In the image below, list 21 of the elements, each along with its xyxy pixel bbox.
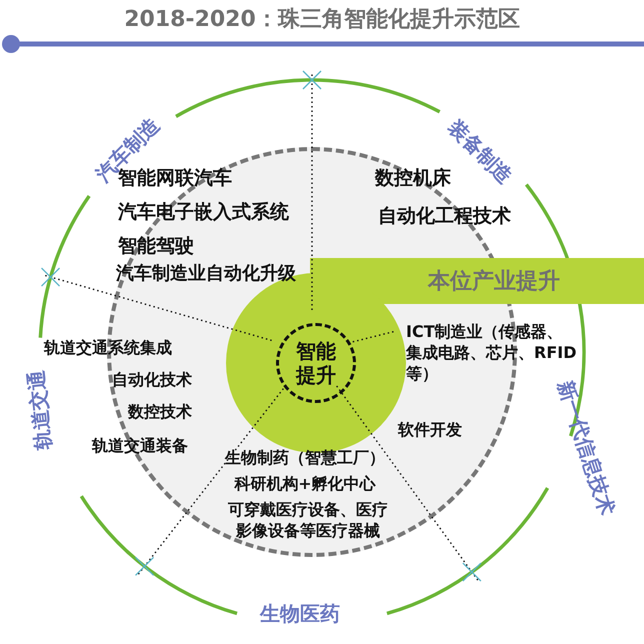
item-label: 软件开发: [398, 420, 462, 441]
item-label: 数控机床: [375, 166, 451, 191]
banner-band: [310, 258, 644, 304]
item-label: 汽车电子嵌入式系统: [118, 200, 289, 225]
item-label: 生物制药（智慧工厂）: [224, 448, 386, 469]
banner-label: 本位产业提升: [428, 268, 560, 296]
sector-label: 新一代信息技术: [552, 377, 620, 519]
item-label: 科研机构+孵化中心: [233, 474, 377, 495]
item-label: 可穿戴医疗设备、医疗影像设备等医疗器械: [227, 500, 389, 542]
item-label: 汽车制造业自动化升级: [116, 262, 296, 286]
item-label: 智能驾驶: [118, 234, 194, 259]
item-label: 自动化工程技术: [378, 204, 511, 229]
sector-label: 轨道交通: [22, 368, 57, 452]
center-label: 智能提升: [294, 339, 337, 387]
item-label: 轨道交通系统集成: [44, 338, 172, 359]
item-label: 轨道交通装备: [92, 436, 188, 457]
sector-label: 生物医药: [260, 600, 340, 628]
center-circle: [276, 323, 356, 403]
title: 2018-2020：珠三角智能化提升示范区: [123, 6, 521, 34]
item-label: 数控技术: [128, 402, 192, 423]
item-label: 自动化技术: [112, 370, 192, 391]
